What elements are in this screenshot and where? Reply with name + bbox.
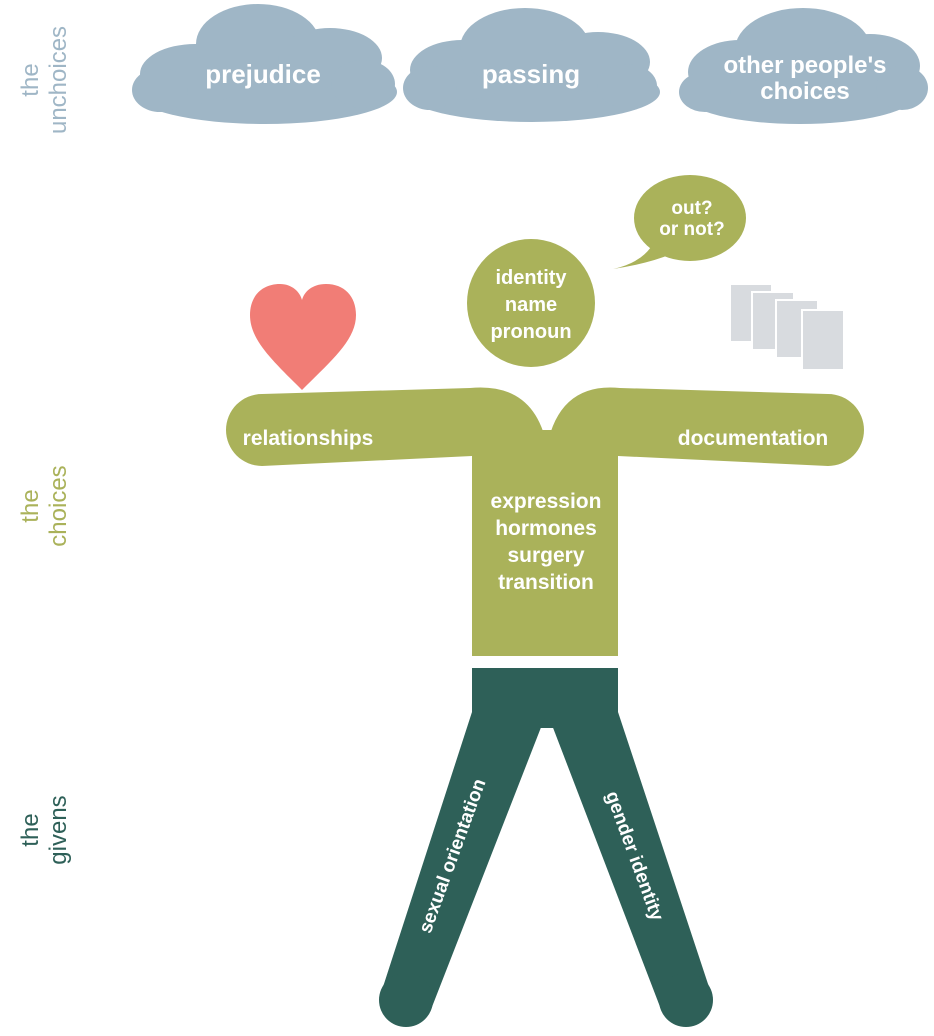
- left-arm-label: relationships: [243, 427, 374, 450]
- side-label-choices-line2: choices: [45, 465, 72, 546]
- speech-bubble-line2: or not?: [659, 219, 724, 240]
- torso-line-hormones: hormones: [495, 517, 597, 540]
- side-label-unchoices-line2: unchoices: [45, 26, 72, 134]
- head-line-name: name: [505, 294, 557, 316]
- speech-bubble-line1: out?: [671, 198, 712, 219]
- cloud-passing-label: passing: [482, 59, 580, 89]
- head-line-identity: identity: [495, 267, 567, 289]
- side-label-choices-line1: the: [17, 489, 44, 522]
- head-line-pronoun: pronoun: [490, 321, 571, 343]
- torso-line-surgery: surgery: [507, 544, 584, 567]
- cloud-passing: [403, 8, 660, 122]
- side-label-givens: the givens: [17, 795, 72, 864]
- torso-line-expression: expression: [491, 490, 602, 513]
- torso-line-transition: transition: [498, 571, 594, 594]
- cloud-prejudice-label: prejudice: [205, 59, 321, 89]
- side-label-givens-line1: the: [17, 813, 44, 846]
- cloud-other-peoples-choices: [679, 8, 928, 124]
- heart-icon: [250, 284, 356, 390]
- speech-bubble: [613, 175, 746, 269]
- torso-and-arms: [226, 387, 864, 656]
- cloud-other-peoples-choices-label-line2: choices: [760, 78, 849, 105]
- side-label-unchoices: the unchoices: [17, 26, 72, 134]
- legs: [379, 668, 713, 1027]
- documents-icon: [729, 283, 845, 371]
- cloud-prejudice: [132, 4, 397, 124]
- right-arm-label: documentation: [678, 427, 829, 450]
- side-label-unchoices-line1: the: [17, 63, 44, 96]
- side-label-choices: the choices: [17, 465, 72, 546]
- side-label-givens-line2: givens: [45, 795, 72, 864]
- head: [467, 239, 595, 367]
- cloud-other-peoples-choices-label-line1: other people's: [723, 52, 886, 79]
